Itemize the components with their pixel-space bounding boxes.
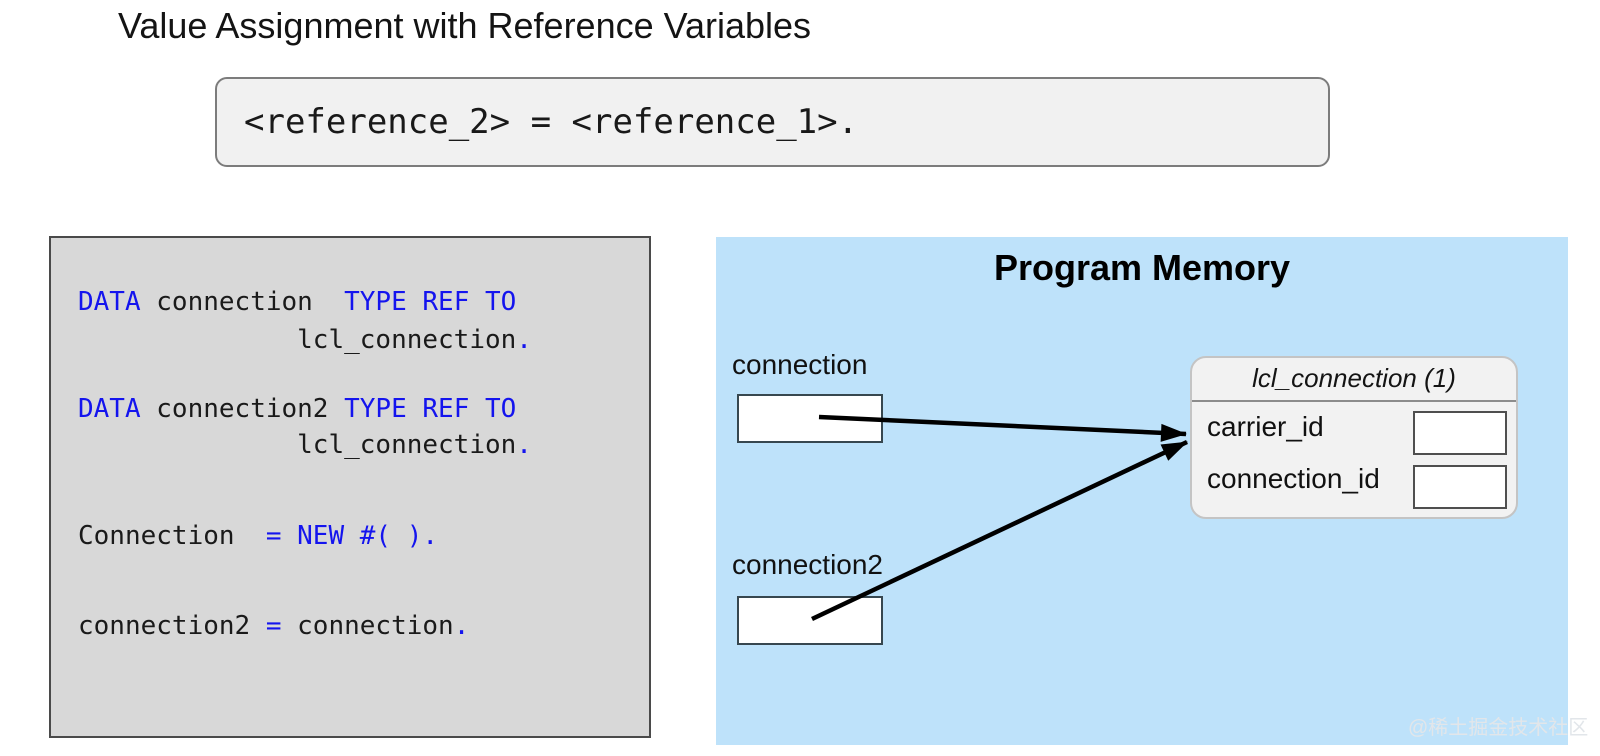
code-token-keyword: TYPE REF TO bbox=[344, 287, 517, 317]
code-token-identifier: connection2 bbox=[78, 611, 266, 641]
code-token-keyword: = NEW #( ). bbox=[265, 521, 439, 551]
code-token-identifier: lcl_connection bbox=[78, 325, 517, 355]
variable-label-connection2: connection2 bbox=[732, 549, 884, 580]
syntax-box: <reference_2> = <reference_1>. bbox=[215, 77, 1330, 167]
code-line-data-connection2: DATA connection2 TYPE REF TO bbox=[78, 394, 516, 424]
object-header-divider bbox=[1192, 400, 1516, 402]
field-cell-carrier-id bbox=[1413, 411, 1507, 455]
code-token-identifier: connection2 bbox=[140, 394, 345, 424]
code-token-identifier: connection bbox=[140, 287, 345, 317]
object-box-lcl-connection: lcl_connection (1) carrier_id connection… bbox=[1190, 356, 1518, 519]
code-token-period: . bbox=[453, 611, 470, 641]
field-label-connection-id: connection_id bbox=[1207, 463, 1380, 494]
syntax-code: <reference_2> = <reference_1>. bbox=[244, 102, 859, 142]
watermark: @稀土掘金技术社区 bbox=[1408, 717, 1589, 739]
code-token-keyword: DATA bbox=[78, 394, 141, 424]
field-cell-connection-id bbox=[1413, 465, 1507, 509]
field-label-carrier-id: carrier_id bbox=[1207, 411, 1324, 442]
code-token-identifier: Connection bbox=[78, 521, 266, 551]
variable-cell-connection bbox=[737, 394, 883, 443]
program-memory-panel: Program Memory connection connection2 lc… bbox=[716, 237, 1568, 745]
variable-label-connection: connection bbox=[732, 349, 868, 380]
slide-title: Value Assignment with Reference Variable… bbox=[118, 5, 812, 46]
code-line-new-assignment: Connection = NEW #( ). bbox=[78, 521, 438, 551]
code-token-identifier: lcl_connection bbox=[78, 430, 517, 460]
code-token-keyword: DATA bbox=[78, 287, 141, 317]
code-line-lcl-connection: lcl_connection. bbox=[78, 325, 532, 355]
abap-code-panel: DATA connection TYPE REF TO lcl_connecti… bbox=[49, 236, 651, 738]
code-line-reference-assignment: connection2 = connection. bbox=[78, 611, 469, 641]
code-token-operator: = bbox=[265, 611, 298, 641]
variable-cell-connection2 bbox=[737, 596, 883, 645]
code-token-identifier: connection bbox=[297, 611, 454, 641]
object-header: lcl_connection (1) bbox=[1252, 363, 1456, 393]
memory-panel-title: Program Memory bbox=[993, 247, 1291, 288]
code-line-data-connection: DATA connection TYPE REF TO bbox=[78, 287, 516, 317]
code-line-lcl-connection2: lcl_connection. bbox=[78, 430, 532, 460]
code-token-keyword: TYPE REF TO bbox=[344, 394, 517, 424]
code-token-period: . bbox=[516, 430, 532, 460]
code-token-period: . bbox=[516, 325, 532, 355]
